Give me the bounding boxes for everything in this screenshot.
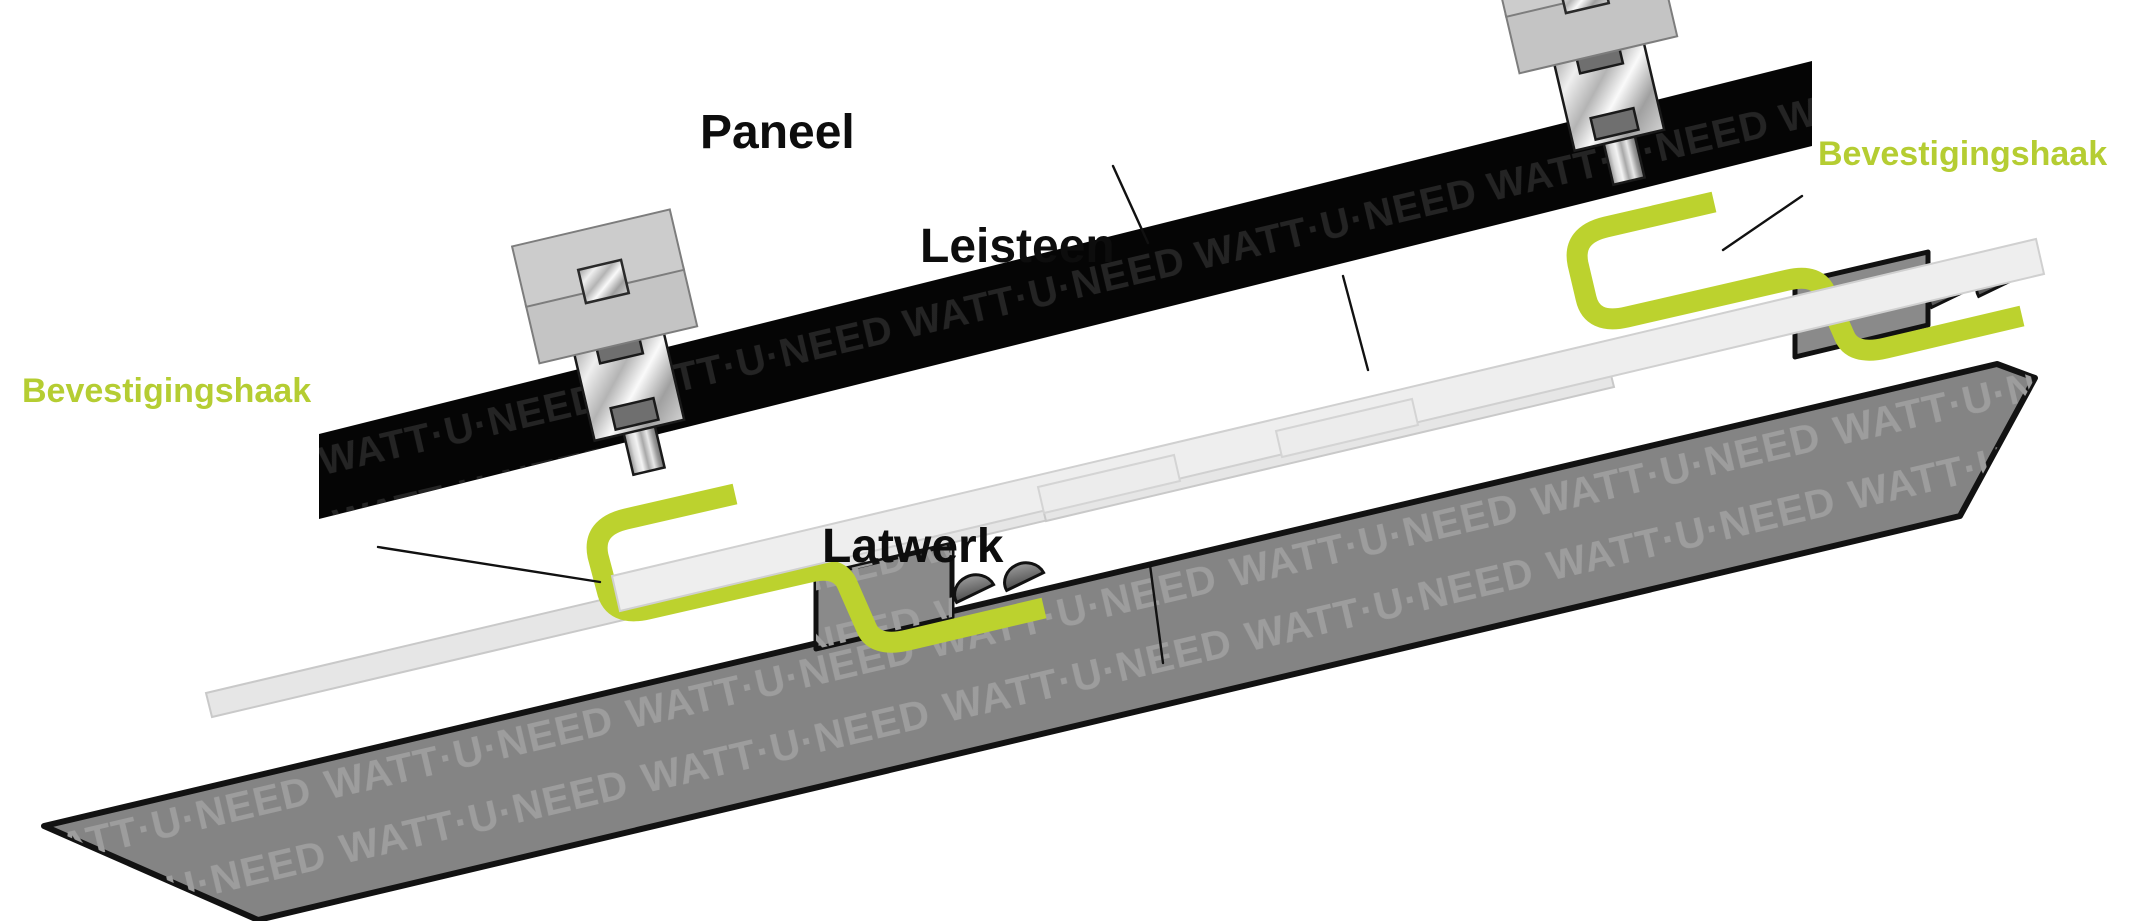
klembeugel-rechts bbox=[1490, 0, 1679, 187]
nagelkop-1 bbox=[953, 573, 996, 605]
bevestigingshaak-links-shape bbox=[586, 483, 1047, 653]
label-latwerk: Latwerk bbox=[822, 520, 1004, 573]
label-paneel: Paneel bbox=[700, 106, 855, 159]
leader-lines bbox=[376, 164, 1804, 665]
leisteen-seams bbox=[1036, 397, 1420, 515]
label-bevestigingshaak-links: Bevestigingshaak bbox=[22, 372, 311, 410]
haak-rechts-path bbox=[1566, 191, 2025, 361]
klem-nok-rechts bbox=[1556, 0, 1611, 15]
haak-links-path bbox=[586, 483, 1047, 653]
leader-leisteen bbox=[1341, 274, 1370, 372]
leader-latwerk bbox=[1148, 563, 1165, 665]
label-leisteen: Leisteen bbox=[920, 220, 1115, 273]
nagelkop-2 bbox=[1003, 561, 1046, 593]
klem-nok-links bbox=[576, 258, 631, 305]
leisteen-seam-right bbox=[1274, 397, 1420, 459]
nagelkoppen-links bbox=[953, 561, 1046, 605]
leader-haak-links bbox=[376, 545, 602, 584]
leader-haak-rechts bbox=[1721, 194, 1804, 252]
klembeugel-links bbox=[510, 208, 699, 477]
bevestigingshaak-rechts-shape bbox=[1566, 191, 2025, 361]
beugel-sleuf-onder-links bbox=[609, 396, 660, 432]
klemplaat-onder-rechts bbox=[1504, 0, 1679, 75]
beugel-sleuf-onder-rechts bbox=[1589, 106, 1640, 142]
leader-paneel bbox=[1111, 164, 1150, 245]
leisteen-seam-left bbox=[1036, 453, 1182, 515]
label-bevestigingshaak-rechts: Bevestigingshaak bbox=[1818, 135, 2107, 173]
